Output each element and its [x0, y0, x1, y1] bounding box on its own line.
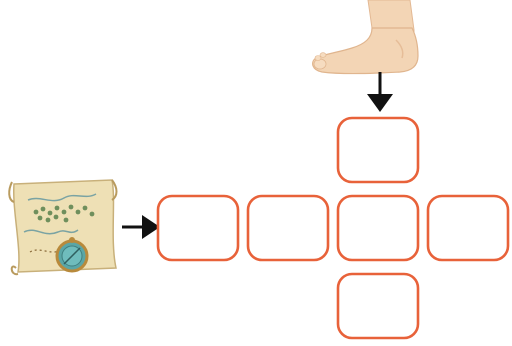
- answer-box-across-1[interactable]: [156, 194, 240, 262]
- answer-box-down-3[interactable]: [336, 272, 420, 340]
- answer-box-across-2[interactable]: [246, 194, 330, 262]
- right-arrow-icon: [122, 215, 160, 239]
- answer-box-across-4[interactable]: [426, 194, 510, 262]
- treasure-map-with-compass-icon: [8, 179, 118, 276]
- down-arrow-icon: [367, 72, 393, 112]
- answer-box-down-1[interactable]: [336, 116, 420, 184]
- foot-icon: [312, 0, 419, 75]
- answer-boxes: [156, 116, 510, 340]
- answer-box-shared[interactable]: [336, 194, 420, 262]
